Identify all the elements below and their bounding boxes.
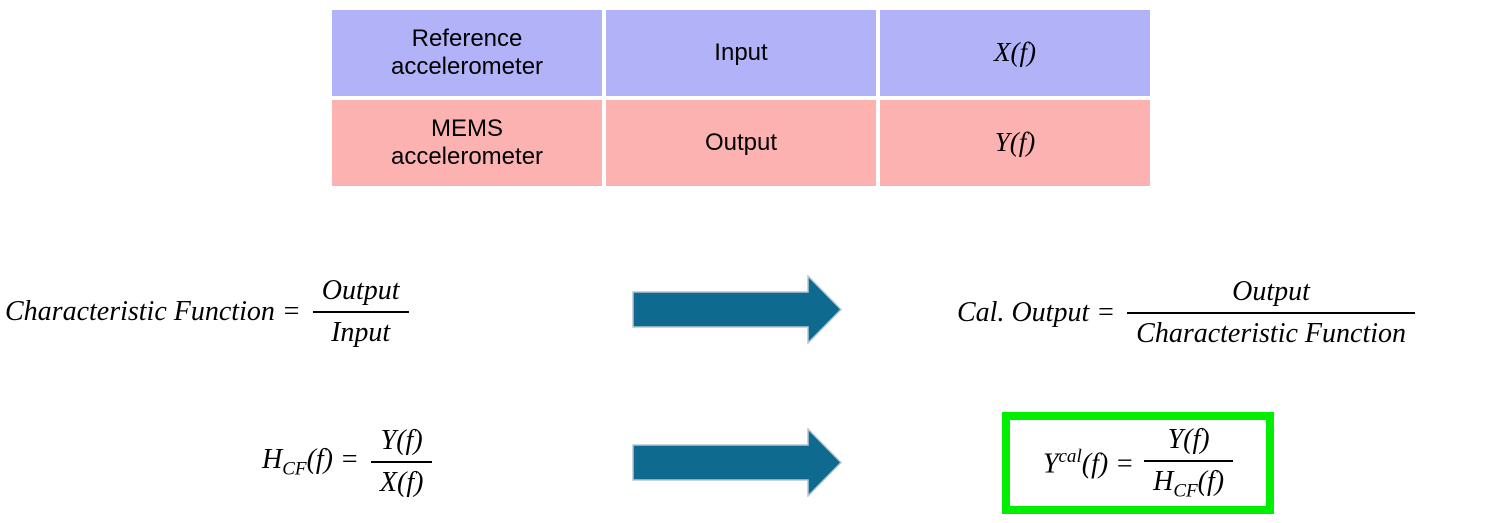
calibrated-output-highlight-box: Ycal(f) = Y(f) HCF(f) [1002, 412, 1274, 514]
equation-lhs: HCF(f) = [262, 444, 359, 481]
equation-args: (f) = [1081, 448, 1135, 480]
fraction-numerator: Output [1127, 276, 1415, 314]
calibrated-output-equation: Ycal(f) = Y(f) HCF(f) [1043, 424, 1234, 503]
fraction-denominator: Input [331, 317, 391, 348]
equation-args: (f) [1197, 465, 1225, 497]
fraction-denominator: X(f) [379, 467, 424, 498]
fraction: Y(f) X(f) [370, 425, 433, 499]
characteristic-function-equation: Characteristic Function = Output Input [5, 262, 409, 362]
cell-reference-accelerometer: Reference accelerometer [332, 10, 602, 96]
cell-output-label: Output [606, 100, 876, 186]
equation-lhs: Characteristic Function = [5, 296, 301, 327]
right-arrow-icon [632, 428, 842, 497]
fraction: Output Characteristic Function [1127, 276, 1415, 350]
fraction-numerator: Output [312, 275, 409, 313]
subscript-cf: CF [1173, 480, 1198, 502]
cell-output-symbol: Y(f) [880, 100, 1150, 186]
symbol-h: H [1153, 465, 1174, 497]
calibrated-output-definition-equation: Cal. Output = Output Characteristic Func… [957, 258, 1415, 368]
symbol-y: Y [1042, 448, 1059, 480]
fraction: Y(f) HCF(f) [1144, 424, 1234, 503]
fraction-denominator: HCF(f) [1144, 462, 1233, 503]
fraction-numerator: Y(f) [370, 425, 433, 463]
cell-input-label: Input [606, 10, 876, 96]
fraction-numerator: Y(f) [1144, 424, 1234, 462]
equation-args: (f) = [306, 443, 359, 475]
subscript-cf: CF [282, 458, 307, 480]
cell-mems-accelerometer: MEMS accelerometer [332, 100, 602, 186]
equation-lhs: Cal. Output = [957, 297, 1116, 328]
fraction-denominator: Characteristic Function [1136, 318, 1406, 349]
hcf-transfer-function-equation: HCF(f) = Y(f) X(f) [262, 412, 433, 512]
right-arrow-icon [632, 275, 842, 344]
equation-lhs: Ycal(f) = [1043, 446, 1134, 480]
symbol-h: H [262, 443, 283, 475]
accelerometer-io-table: Reference accelerometer Input X(f) MEMS … [332, 10, 1150, 186]
fraction: Output Input [312, 275, 409, 349]
cell-input-symbol: X(f) [880, 10, 1150, 96]
superscript-cal: cal [1058, 445, 1082, 467]
